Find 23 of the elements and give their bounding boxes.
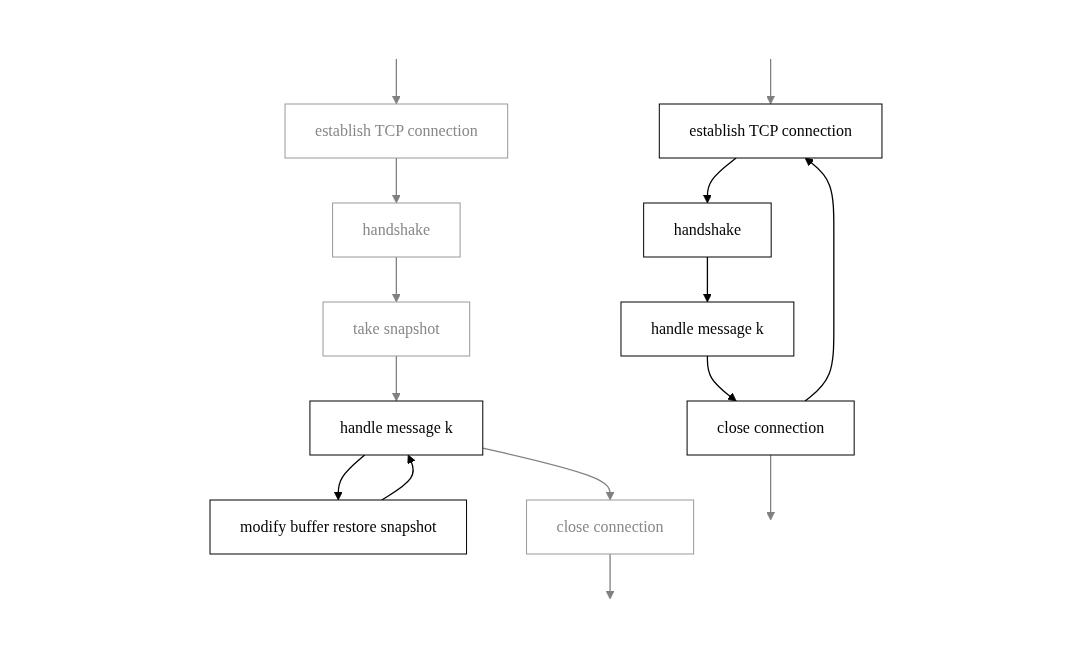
arrow: [391, 354, 401, 401]
arrow: [333, 453, 365, 500]
node-box: handle message k: [620, 301, 794, 356]
node-box: handshake: [642, 202, 772, 257]
node-box: establish TCP connection: [658, 103, 882, 158]
arrow: [481, 446, 614, 500]
node-box: close connection: [686, 400, 855, 455]
arrow: [702, 255, 712, 302]
arrow: [391, 57, 401, 104]
node-box: handshake: [331, 202, 461, 257]
arrow: [803, 157, 834, 402]
node-box: establish TCP connection: [284, 103, 508, 158]
arrow: [765, 57, 775, 104]
arrow: [605, 552, 614, 599]
node-box: close connection: [525, 499, 694, 554]
arrow: [706, 354, 737, 401]
arrow: [391, 156, 401, 203]
node-box: take snapshot: [322, 301, 470, 356]
node-box: handle message k: [308, 400, 483, 455]
arrow: [391, 255, 401, 302]
arrow: [765, 453, 775, 520]
node-box: modify buffer restore snapshot: [209, 499, 467, 554]
arrow: [702, 156, 737, 203]
